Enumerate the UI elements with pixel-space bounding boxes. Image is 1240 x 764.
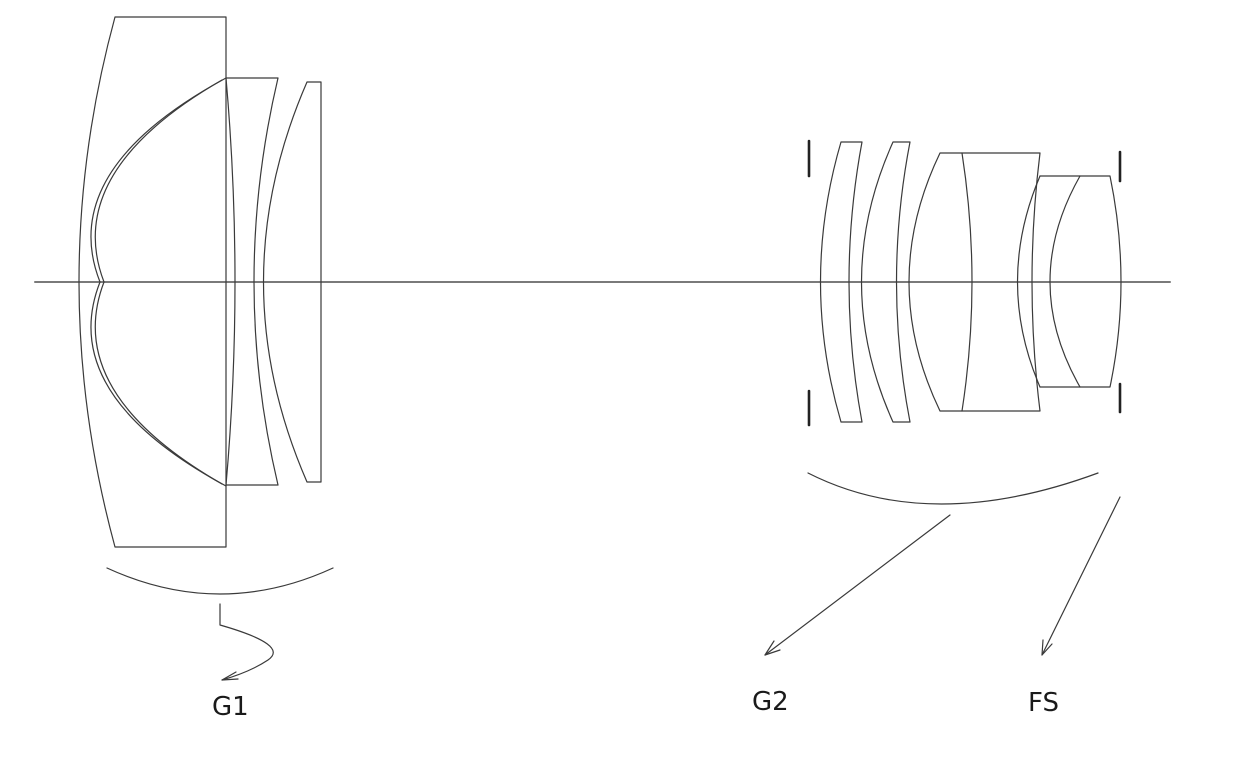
- g1-lens-1-inner-surface-2: [94, 79, 223, 485]
- g2-group-brace: [807, 472, 1099, 505]
- group-label-g2: G2: [752, 687, 789, 717]
- group-label-g1: G1: [212, 692, 249, 722]
- g2-leader-arrowhead: [764, 640, 781, 656]
- g2-leader-line: [764, 514, 951, 656]
- g2-lens-4: [961, 152, 1041, 412]
- fs-leader-arrowhead: [1041, 639, 1053, 656]
- g1-lens-1: [78, 16, 227, 548]
- g1-leader-line: [219, 603, 274, 681]
- g1-group-brace: [106, 567, 334, 595]
- g1-lens-1-inner-surface: [90, 77, 227, 487]
- fs-leader-line: [1041, 496, 1121, 656]
- g1-lens-3: [262, 81, 322, 483]
- g2-lens-6-inner-surface: [1049, 175, 1081, 388]
- g2-lens-5: [1016, 175, 1041, 388]
- label-fs: FS: [1028, 688, 1060, 718]
- g2-lens-1: [819, 141, 863, 423]
- g1-leader-arrowhead: [221, 671, 239, 681]
- g2-lens-2: [860, 141, 911, 423]
- g2-lens-6: [1039, 175, 1122, 388]
- g1-lens-2: [225, 77, 279, 486]
